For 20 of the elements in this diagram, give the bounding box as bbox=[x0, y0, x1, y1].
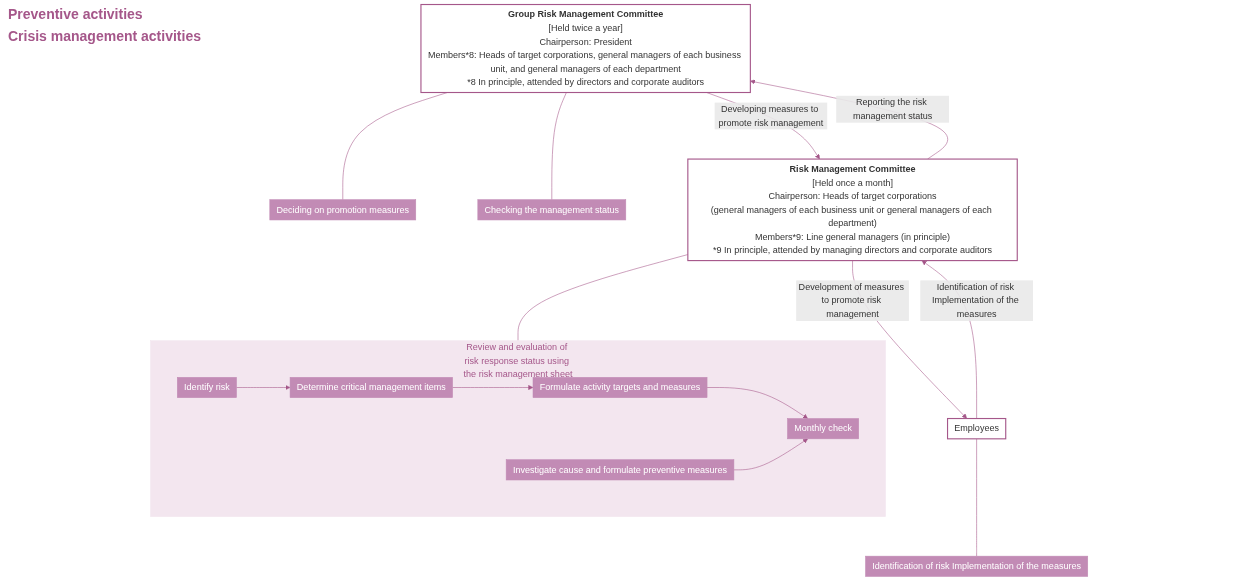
node-box: Determine critical management items bbox=[290, 377, 454, 398]
node-box: Identify risk bbox=[177, 377, 238, 398]
edge-label: Developing measures to promote risk management bbox=[718, 104, 824, 128]
connector bbox=[518, 254, 689, 341]
node-box: Monthly check bbox=[787, 418, 860, 440]
node-box: Formulate activity targets and measures bbox=[533, 377, 708, 398]
connector bbox=[551, 92, 567, 200]
node-box: Risk Management Committee [Held once a month] Chairperson: Heads of target corporations (general managers of each business unit or general managers of each department) Members*9: Line general managers (in principle) *9 In principle, attended by managing directors and corporate auditors bbox=[687, 158, 1019, 262]
node-box: Checking the management status bbox=[477, 199, 627, 221]
column-heading: Preventive activities bbox=[8, 6, 144, 22]
edge-label: Development of measures to promote risk management bbox=[798, 282, 905, 319]
node-box: Identification of risk Implementation of the measures bbox=[865, 555, 1089, 577]
node-box: Deciding on promotion measures bbox=[269, 199, 417, 221]
edge-label: Identification of risk Implementation of the measures bbox=[932, 282, 1020, 319]
edge-label: Reporting the risk management status bbox=[853, 97, 933, 121]
node-box: Employees bbox=[947, 417, 1007, 440]
column-heading: Crisis management activities bbox=[8, 28, 202, 44]
connector bbox=[976, 438, 978, 557]
node-box: Investigate cause and formulate preventive measures bbox=[506, 459, 735, 481]
node-box: Group Risk Management Committee [Held twice a year] Chairperson: President Members*8: Heads of target corporations, general managers of each business unit, and general managers of each department *8 In principle, attended by directors and corporate auditors bbox=[420, 3, 752, 94]
